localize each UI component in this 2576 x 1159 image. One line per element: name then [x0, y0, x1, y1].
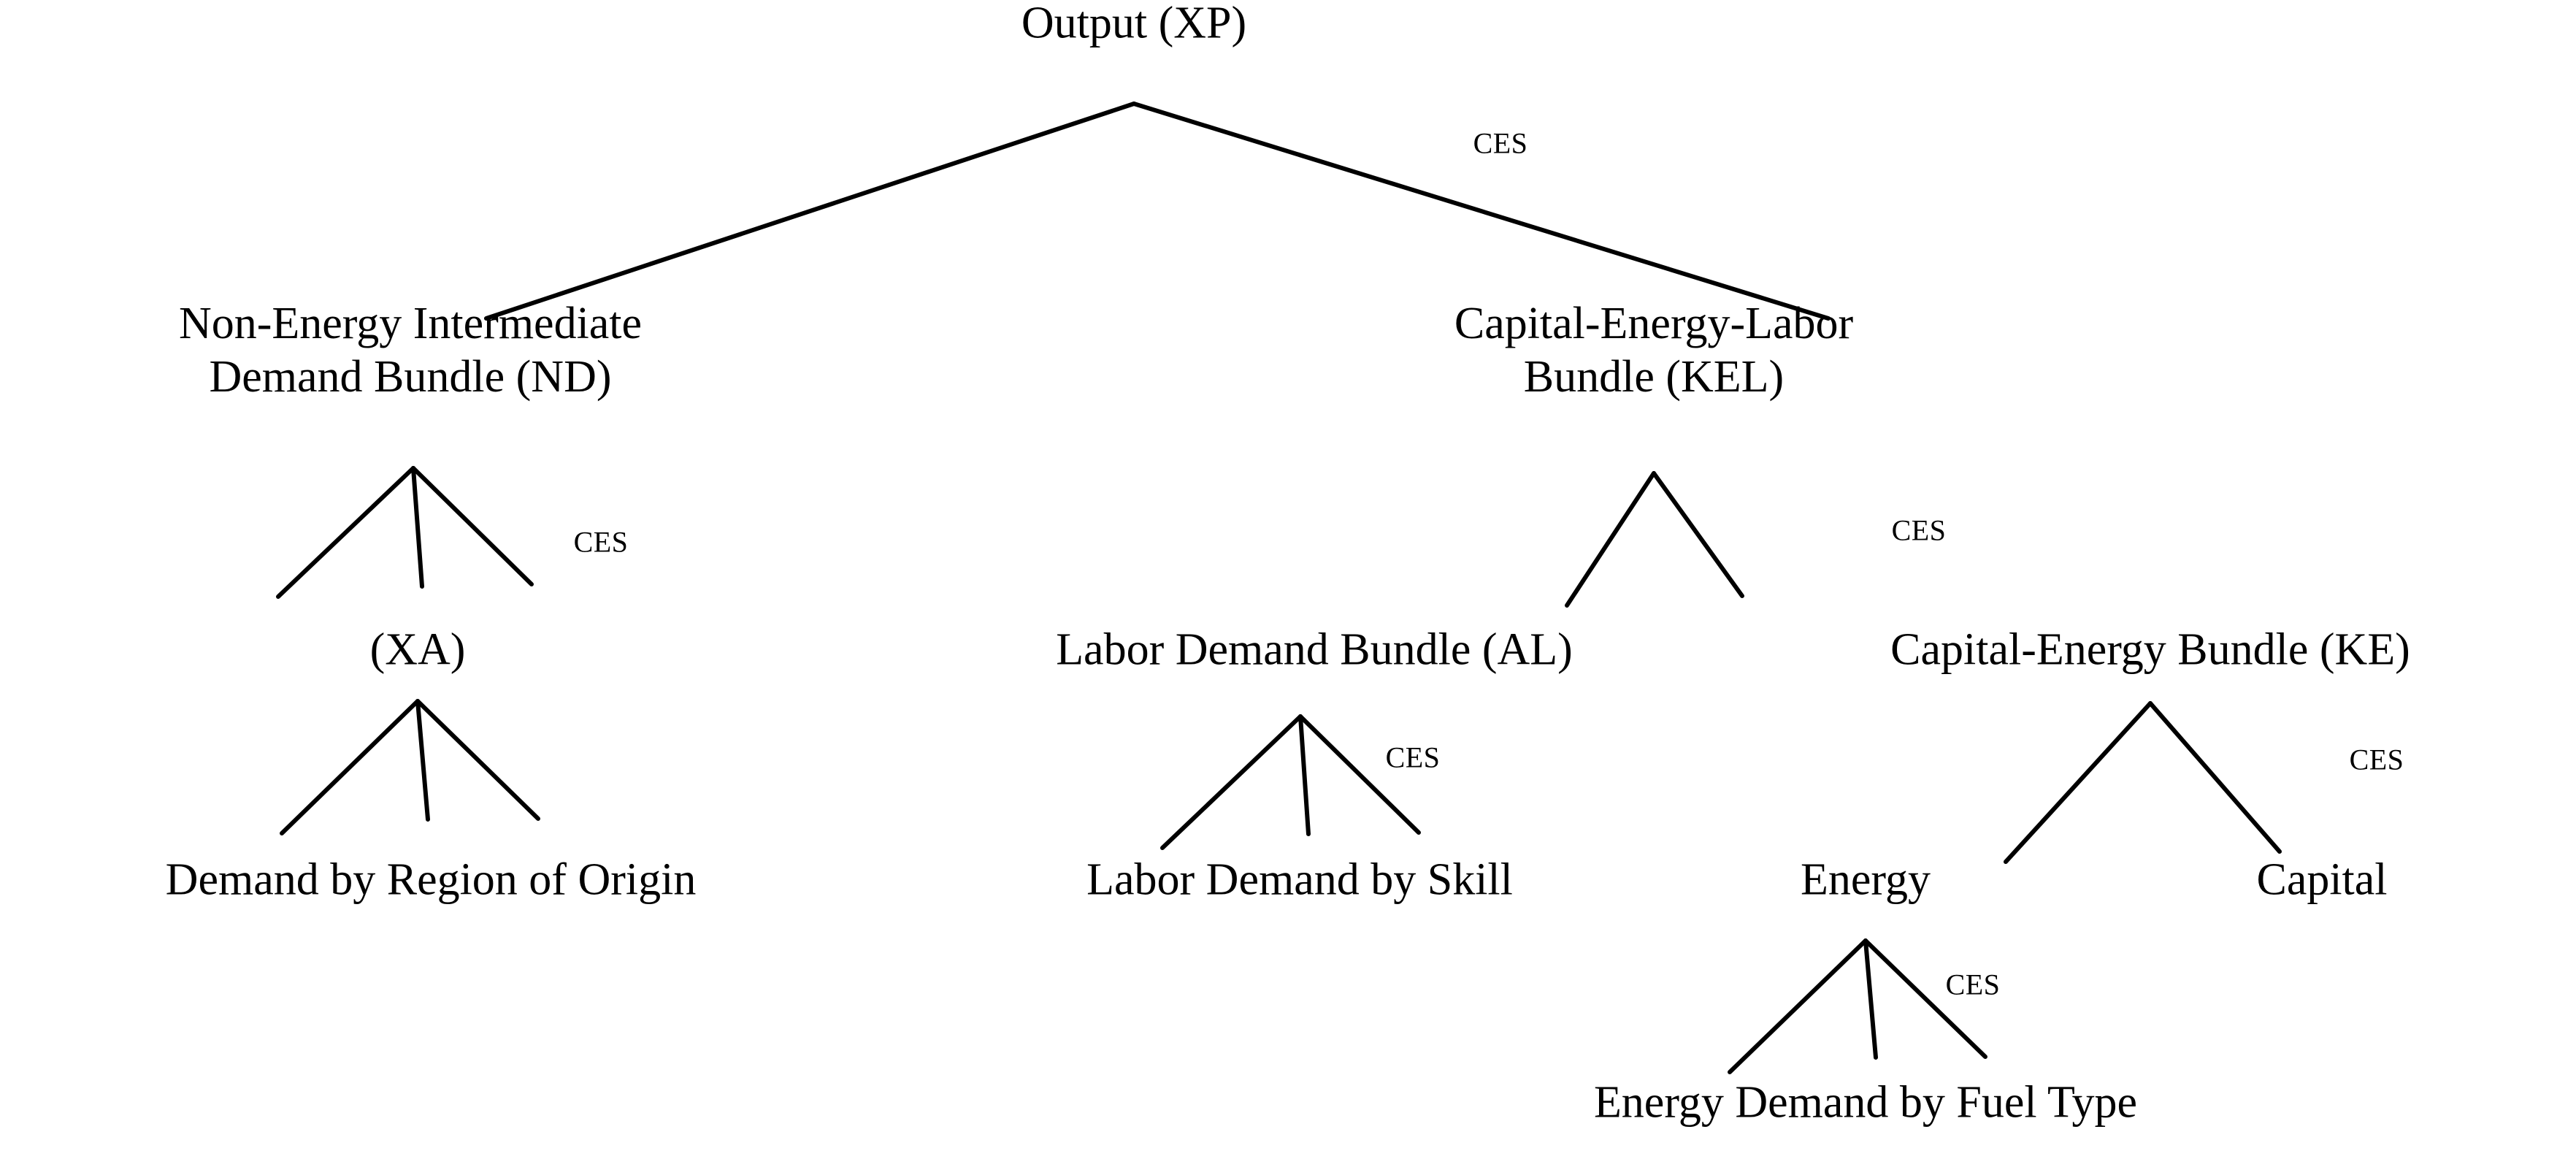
node-output: Output (XP) — [1021, 0, 1247, 48]
edge-root-fork-1 — [1132, 102, 1831, 321]
node-capital-energy-labor-bundle: Capital-Energy-Labor Bundle (KEL) — [1454, 298, 1854, 402]
node-energy: Energy — [1801, 854, 1931, 905]
edge-nd-fan-2 — [411, 466, 534, 586]
edge-nd-fan-0 — [276, 466, 415, 599]
edge-label-ces_energy: CES — [1945, 968, 2001, 1001]
node-labor-demand-bundle: Labor Demand Bundle (AL) — [1056, 624, 1573, 675]
edge-xa-fan-0 — [280, 699, 420, 835]
edge-al-fan-0 — [1160, 714, 1303, 850]
node-capital: Capital — [2256, 854, 2388, 905]
edge-xa-fan-1 — [415, 699, 430, 822]
edge-kel-fork-1 — [1652, 471, 1744, 598]
node-capital-energy-bundle: Capital-Energy Bundle (KE) — [1890, 624, 2410, 675]
edge-kel-fork-0 — [1565, 471, 1656, 608]
edge-nd-fan-1 — [411, 466, 424, 589]
edge-label-ces_al: CES — [1385, 741, 1441, 774]
edge-label-ces_root: CES — [1473, 126, 1528, 160]
edge-energy-fan-1 — [1863, 938, 1878, 1060]
edge-label-ces_nd: CES — [573, 525, 629, 559]
edge-al-fan-2 — [1298, 714, 1421, 835]
edge-ke-fork-0 — [2004, 701, 2153, 864]
edge-label-ces_kel: CES — [1891, 513, 1947, 547]
node-energy-demand-by-fuel-type: Energy Demand by Fuel Type — [1593, 1077, 2138, 1128]
edge-xa-fan-2 — [415, 699, 540, 821]
node-non-energy-intermediate-demand-bundle: Non-Energy Intermediate Demand Bundle (N… — [178, 298, 643, 402]
node-xa: (XA) — [369, 624, 466, 675]
node-demand-by-region-of-origin: Demand by Region of Origin — [165, 854, 697, 905]
edge-ke-fork-1 — [2148, 701, 2282, 854]
edge-energy-fan-2 — [1863, 938, 1987, 1059]
edge-energy-fan-0 — [1728, 938, 1868, 1074]
edge-al-fan-1 — [1298, 714, 1311, 836]
node-labor-demand-by-skill: Labor Demand by Skill — [1086, 854, 1513, 905]
edge-root-fork-0 — [484, 102, 1136, 321]
edge-label-ces_ke: CES — [2349, 743, 2404, 776]
